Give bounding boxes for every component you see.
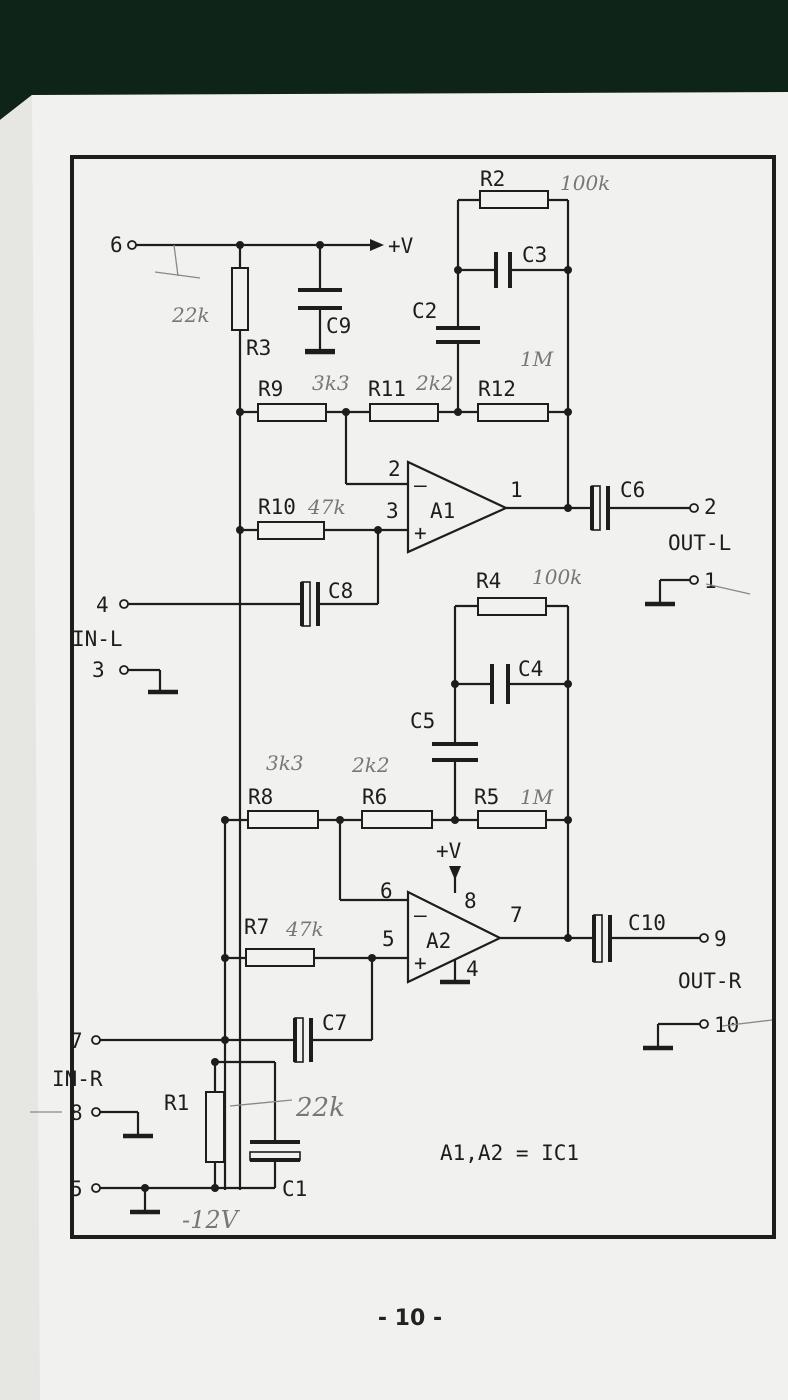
out-r-label: OUT-R (678, 969, 742, 993)
r7-label: R7 (244, 915, 269, 939)
supply-a2-label: +V (436, 839, 462, 863)
r11-value-note: 2k2 (415, 371, 454, 395)
r4-label: R4 (476, 569, 501, 593)
r11-label: R11 (368, 377, 406, 401)
terminal-circles (91, 240, 709, 1193)
opamp-a1-label: A1 (430, 499, 455, 523)
resistors (205, 190, 549, 1163)
r11-body (369, 403, 439, 422)
pencil-strokes (30, 244, 773, 1113)
r1-value-note: 22k (295, 1093, 345, 1123)
r3-label: R3 (246, 336, 271, 360)
terminal-2-label: 2 (704, 495, 717, 519)
a1-pin3-label: 3 (386, 499, 399, 523)
opamp-a1-symbol (406, 460, 509, 554)
r10-value-note: 47k (307, 495, 346, 519)
c1-label: C1 (282, 1177, 307, 1201)
terminal-4-label: 4 (96, 593, 109, 617)
r8-body (247, 810, 319, 829)
terminal-1-label: 1 (704, 569, 717, 593)
c2-label: C2 (412, 299, 437, 323)
c8-label: C8 (328, 579, 353, 603)
terminal-5-label: 5 (70, 1177, 83, 1201)
ic-note: A1,A2 = IC1 (440, 1141, 579, 1165)
c4-label: C4 (518, 657, 543, 681)
r7-body (245, 948, 315, 967)
page-number: - 10 - (377, 1306, 443, 1331)
r2-body (479, 190, 549, 209)
r6-body (361, 810, 433, 829)
r3-body (231, 267, 249, 331)
r2-label: R2 (480, 167, 505, 191)
c9-label: C9 (326, 314, 351, 338)
svg-text:+: + (414, 521, 427, 545)
r12-body (477, 403, 549, 422)
wiring (100, 198, 700, 1214)
r10-label: R10 (258, 495, 296, 519)
terminal-9-label: 9 (714, 927, 727, 951)
ground-symbols (123, 349, 675, 1215)
opamp-a2-label: A2 (426, 929, 451, 953)
r6-label: R6 (362, 785, 387, 809)
r3-value-note: 22k (171, 303, 210, 327)
in-l-label: IN-L (72, 627, 123, 651)
a2-pin4-label: 4 (466, 957, 479, 981)
schematic-frame (70, 155, 776, 1239)
a1-pin2-label: 2 (388, 457, 401, 481)
supply-arrow-icon (370, 239, 384, 251)
junction-dots (141, 241, 572, 1192)
r5-label: R5 (474, 785, 499, 809)
terminal-6-label: 6 (110, 233, 123, 257)
r4-body (477, 597, 547, 616)
r9-label: R9 (258, 377, 283, 401)
c3-label: C3 (522, 243, 547, 267)
in-r-label: IN-R (52, 1067, 103, 1091)
r5-body (477, 810, 547, 829)
terminal-3-label: 3 (92, 658, 105, 682)
r9-body (257, 403, 327, 422)
a1-pin1-label: 1 (510, 478, 523, 502)
r9-value-note: 3k3 (312, 371, 350, 395)
svg-text:+: + (414, 951, 427, 975)
r1-body (205, 1091, 225, 1163)
c6-label: C6 (620, 478, 645, 502)
c7-label: C7 (322, 1011, 347, 1035)
terminal-8-label: 8 (70, 1101, 83, 1125)
r12-value-note: 1M (520, 347, 554, 371)
r1-label: R1 (164, 1091, 189, 1115)
supply-neg-note: -12V (182, 1206, 241, 1234)
svg-text:–: – (414, 903, 427, 927)
r5-value-note: 1M (520, 785, 554, 809)
r8-value-note: 3k3 (266, 751, 304, 775)
r4-value-note: 100k (532, 565, 582, 589)
terminal-7-label: 7 (70, 1029, 83, 1053)
c10-label: C10 (628, 911, 666, 935)
out-l-label: OUT-L (668, 531, 731, 555)
a2-pin7-label: 7 (510, 903, 523, 927)
r8-label: R8 (248, 785, 273, 809)
r2-value-note: 100k (560, 171, 610, 195)
a2-pin8-label: 8 (464, 889, 477, 913)
supply-label: +V (388, 234, 414, 258)
a2-pin5-label: 5 (382, 927, 395, 951)
opamp-a2-symbol (406, 890, 503, 984)
c5-label: C5 (410, 709, 435, 733)
r10-body (257, 521, 325, 540)
r6-value-note: 2k2 (351, 753, 390, 777)
paper-sheet (0, 92, 788, 1400)
r7-value-note: 47k (285, 917, 324, 941)
supply-arrow-a2-icon (449, 866, 461, 880)
r12-label: R12 (478, 377, 516, 401)
svg-text:–: – (414, 473, 427, 497)
a2-pin6-label: 6 (380, 879, 393, 903)
